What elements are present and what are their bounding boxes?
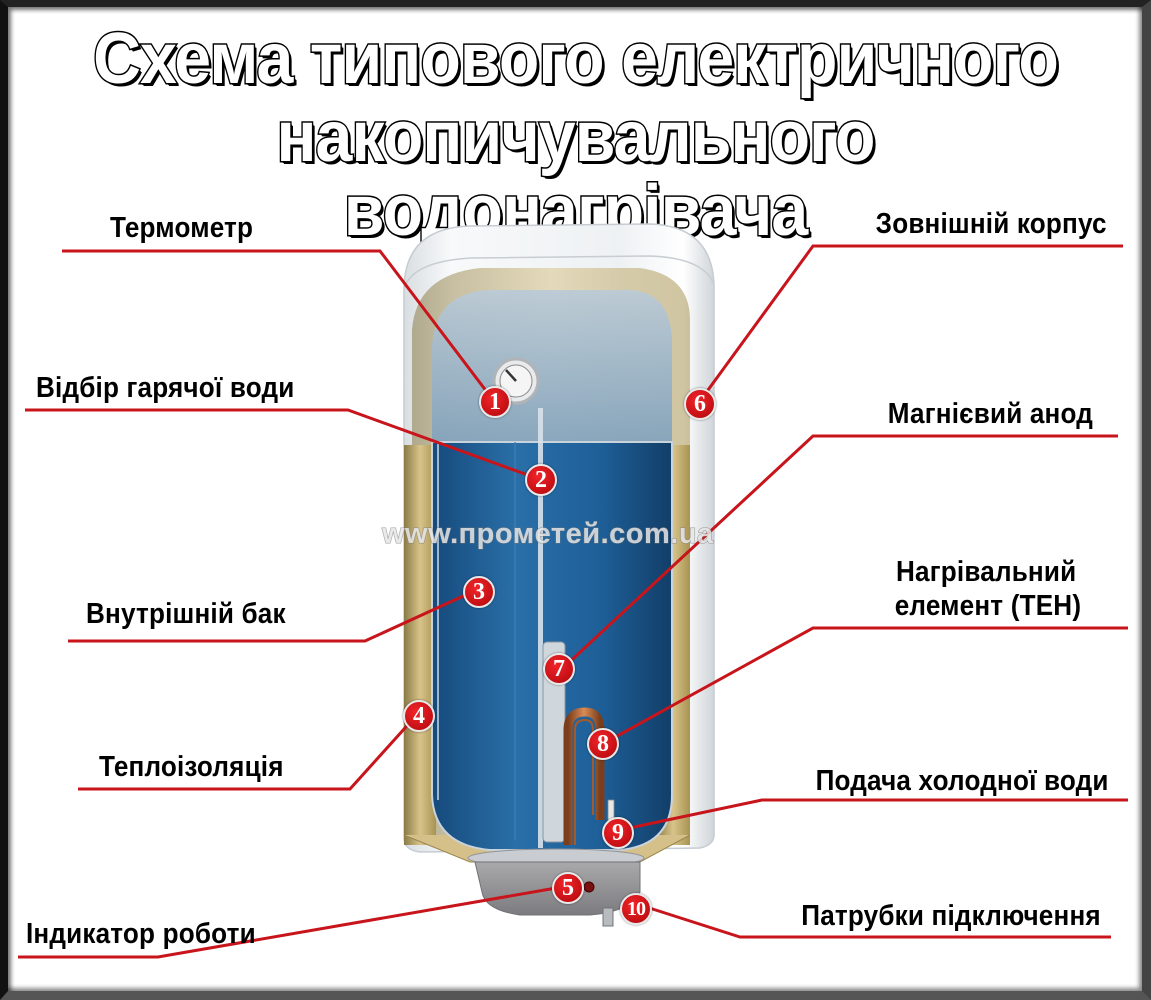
- label-thermometer: Термометр: [110, 212, 254, 244]
- leader-line-7: [561, 434, 1118, 670]
- title-line-2: накопичувального водонагрівача: [275, 97, 877, 251]
- label-outer-casing: Зовнішній корпус: [875, 208, 1107, 240]
- leader-line-9: [619, 798, 1128, 832]
- marker-5[interactable]: 5: [552, 872, 584, 904]
- marker-3[interactable]: 3: [463, 576, 495, 608]
- label-inner-tank: Внутрішній бак: [86, 598, 286, 630]
- leader-line-5: [18, 885, 563, 959]
- leader-line-3: [68, 590, 473, 643]
- marker-4[interactable]: 4: [403, 700, 435, 732]
- marker-8[interactable]: 8: [587, 728, 619, 760]
- marker-2[interactable]: 2: [525, 464, 557, 496]
- label-connection-pipes: Патрубки підключення: [801, 900, 1101, 932]
- label-hot-water-outlet: Відбір гарячої води: [36, 372, 295, 404]
- leader-line-10: [639, 903, 1111, 939]
- title-line-1: Схема типового електричного: [92, 19, 1061, 99]
- marker-6[interactable]: 6: [684, 388, 716, 420]
- leader-line-1: [62, 249, 492, 397]
- label-heating-element-line1: Нагрівальний: [895, 556, 1076, 588]
- label-power-indicator: Індикатор роботи: [26, 918, 256, 950]
- marker-9[interactable]: 9: [602, 817, 634, 849]
- power-indicator-lamp: [583, 881, 595, 893]
- leader-line-2: [25, 408, 537, 480]
- leader-lines: [18, 244, 1128, 959]
- leader-line-6: [698, 244, 1123, 402]
- marker-1[interactable]: 1: [479, 386, 511, 418]
- marker-7[interactable]: 7: [543, 653, 575, 685]
- leader-line-4: [78, 716, 416, 791]
- watermark: www.прометей.com.ua: [382, 518, 714, 551]
- label-heating-element-line2: елемент (ТЕН): [894, 590, 1081, 622]
- label-magnesium-anode: Магнієвий анод: [887, 398, 1093, 430]
- heating-element: [563, 707, 605, 845]
- label-insulation: Теплоізоляція: [99, 751, 284, 783]
- leader-line-8: [609, 626, 1128, 742]
- label-cold-water-inlet: Подача холодної води: [815, 765, 1109, 797]
- marker-10[interactable]: 10: [620, 893, 652, 925]
- hot-water-pipe: [538, 408, 543, 848]
- connection-pipe: [602, 907, 614, 927]
